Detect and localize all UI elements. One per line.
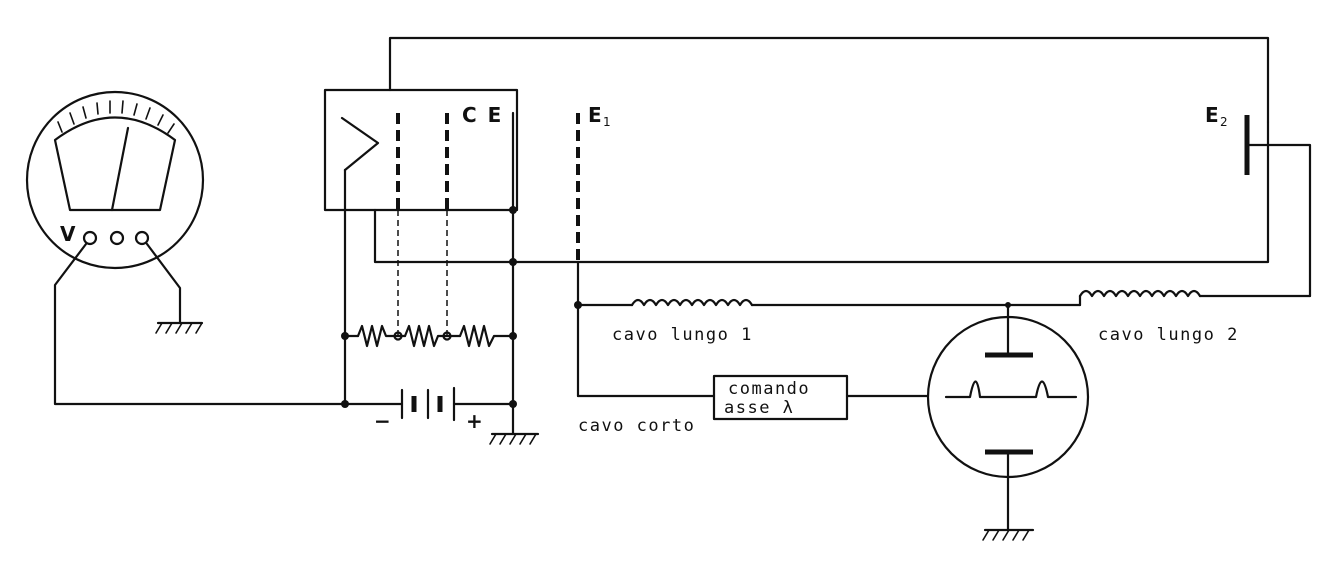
voltmeter-label: V [60,222,77,246]
control-box: comando asse λ [712,374,849,421]
ce-label: C E [462,103,503,127]
e2-label: E [1205,103,1221,127]
ionization-chamber-ce: C E [323,88,519,212]
battery-minus: − [374,409,393,433]
electrode-e2: E 2 [1205,103,1270,175]
e1-label: E [588,103,604,127]
long-cable-2: cavo lungo 2 [1078,143,1312,345]
e2-subscript: 2 [1220,115,1228,129]
control-label-line1: comando [728,379,810,399]
ground-symbol [155,321,204,334]
ground-symbol [489,432,540,445]
voltmeter: V [25,90,205,270]
e1-subscript: 1 [603,115,611,129]
resistor-chain [341,324,517,348]
electrode-e1: E 1 [576,103,611,262]
long-cable-2-label: cavo lungo 2 [1098,325,1239,345]
long-cable-1: cavo lungo 1 [576,298,1082,345]
long-cable-1-label: cavo lungo 1 [612,325,753,345]
battery-plus: + [466,409,485,433]
control-label-line2: asse λ [724,398,794,418]
short-cable-label: cavo corto [578,416,695,436]
ground-symbol [982,528,1035,541]
battery: − + [341,386,517,433]
oscilloscope [926,303,1090,532]
